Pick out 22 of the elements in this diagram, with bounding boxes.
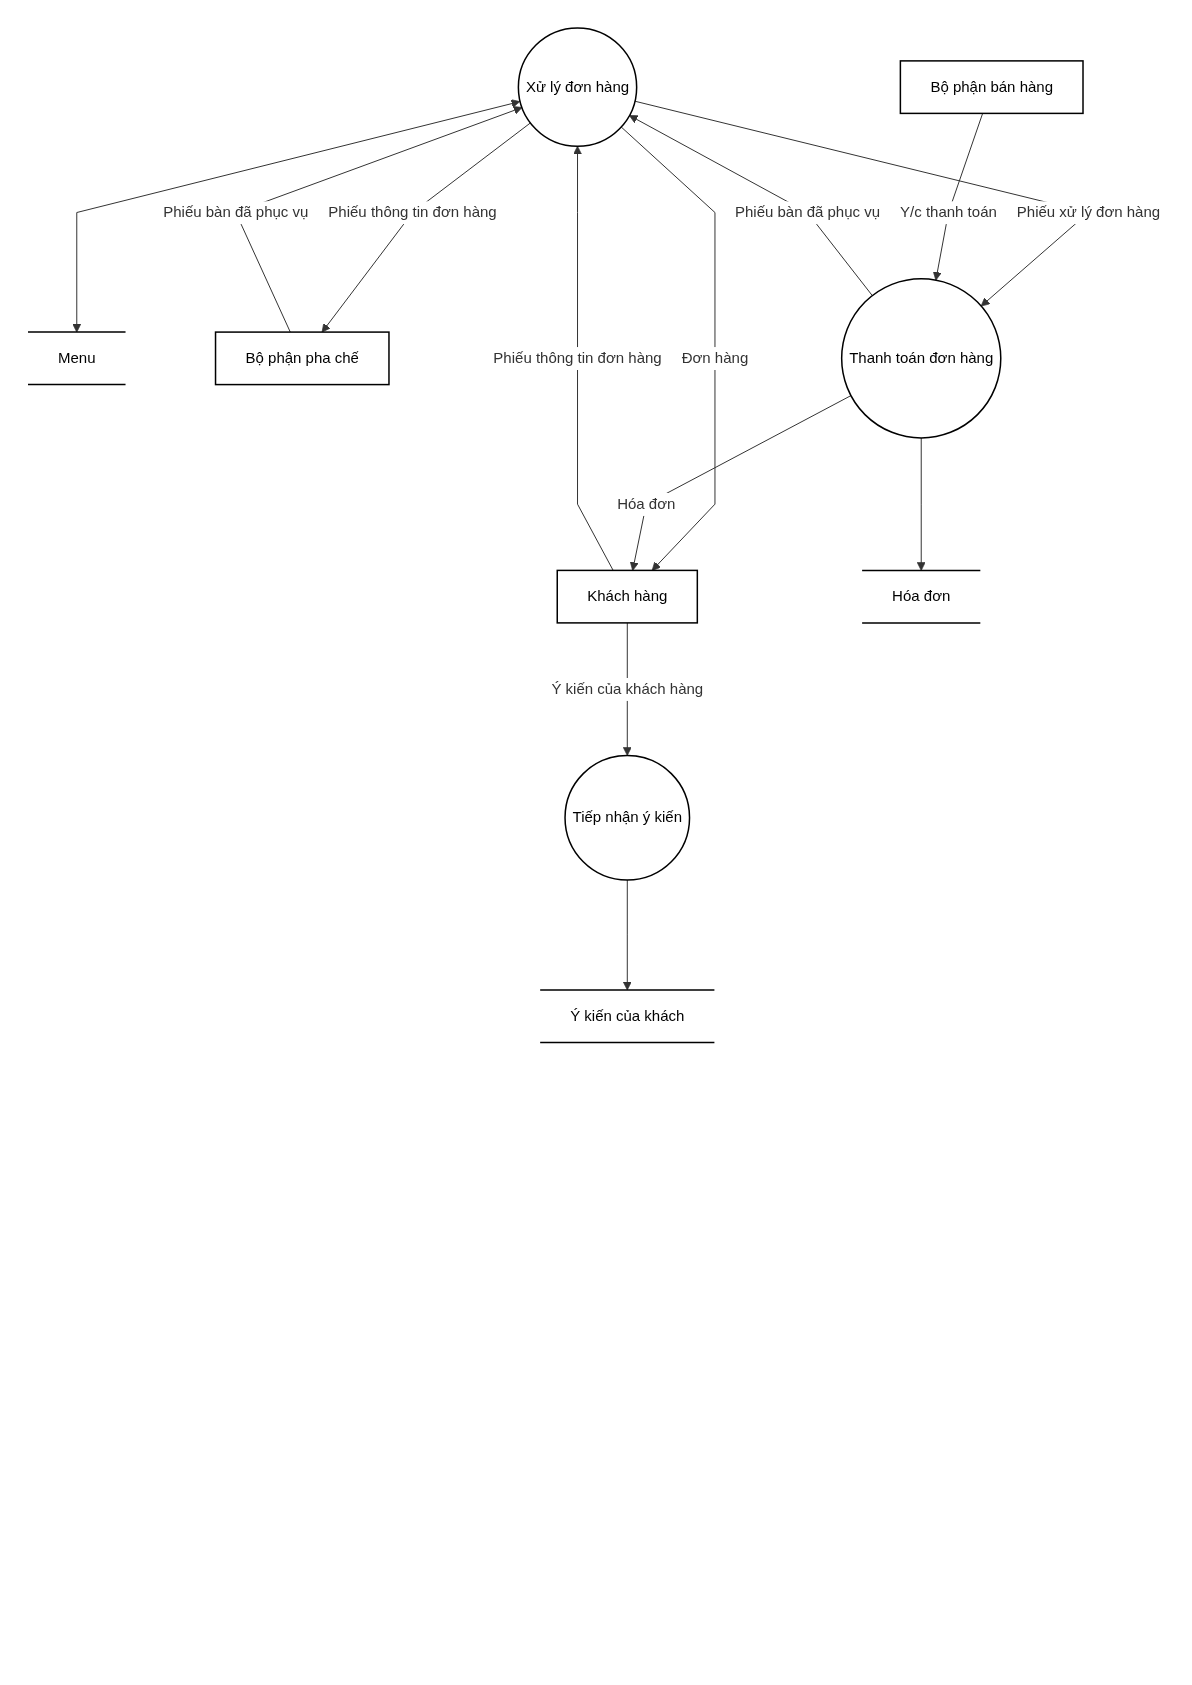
arrow [620,126,716,571]
edge-label: Phiếu thông tin đơn hàng [493,349,662,367]
arrow [916,437,926,571]
node-circle: Xử lý đơn hàng [517,27,638,148]
edge-label: Đơn hàng [681,349,749,367]
node-box: Bộ phận bán hàng [899,60,1084,115]
arrow [622,879,632,991]
edge-label: Phiếu bàn đã phục vụ [163,203,309,221]
node-circle: Tiếp nhận ý kiến [564,754,691,881]
edge-label: Y/c thanh toán [900,203,997,221]
arrow [72,99,521,333]
node-box: Bộ phận pha chế [214,331,390,386]
node-circle: Thanh toán đơn hàng [840,278,1002,439]
node-box: Khách hàng [556,569,699,624]
edge-label: Phiếu thông tin đơn hàng [328,203,497,221]
edge-label: Hóa đơn [617,494,676,512]
arrow [573,145,614,571]
edge-label: Phiếu xử lý đơn hàng [1016,203,1161,221]
arrow [629,395,852,571]
arrow [321,122,531,333]
edge-label: Ý kiến của khách hàng [551,679,704,697]
edge-label: Phiếu bàn đã phục vụ [734,203,881,221]
